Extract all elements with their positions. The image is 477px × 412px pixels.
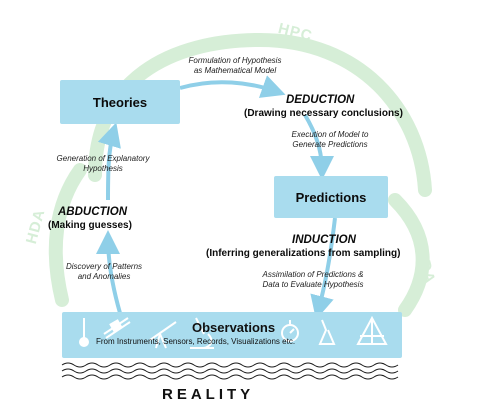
flask-icon [318,319,336,345]
reality-label: REALITY [162,386,255,403]
hda-ring-right [388,193,430,317]
satellite-icon [103,317,131,339]
pyramid-icon [356,315,388,345]
wave-line-2 [61,368,399,374]
abduction-subtitle: (Making guesses) [48,220,132,231]
observations-title: Observations [192,320,276,335]
telescope-icon [149,321,177,349]
arrow-abduction-to-theories [97,122,121,201]
stopwatch-icon [281,320,299,342]
assimilation-note: Assimilation of Predictions & Data to Ev… [262,270,364,289]
deduction-subtitle: (Drawing necessary conclusions) [244,108,403,119]
hda-ring-left [48,163,87,307]
induction-subtitle: (Inferring generalizations from sampling… [206,248,401,259]
observations-subtitle: From Instruments, Sensors, Records, Visu… [96,337,296,346]
abduction-title: ABDUCTION [58,206,127,218]
observations-band [62,312,402,358]
arrow-deduction-to-predictions [303,113,334,180]
theories-box: Theories [60,80,180,124]
wave-line-1 [61,362,399,368]
arrow-predictions-to-observations [310,217,337,320]
thermometer-icon [79,318,89,347]
discovery-note: Discovery of Patterns and Anomalies [65,262,143,281]
deduction-title: DEDUCTION [286,94,355,106]
execution-note: Execution of Model to Generate Predictio… [291,130,369,149]
induction-title: INDUCTION [292,234,356,246]
arrow-theories-to-deduction [179,75,286,98]
formulation-note: Formulation of Hypothesis as Mathematica… [188,56,282,75]
generation-note: Generation of Explanatory Hypothesis [56,154,150,173]
arrow-observations-to-abduction [96,230,122,314]
predictions-box: Predictions [274,176,388,218]
microscope-icon [190,317,214,349]
wave-line-3 [61,374,399,380]
